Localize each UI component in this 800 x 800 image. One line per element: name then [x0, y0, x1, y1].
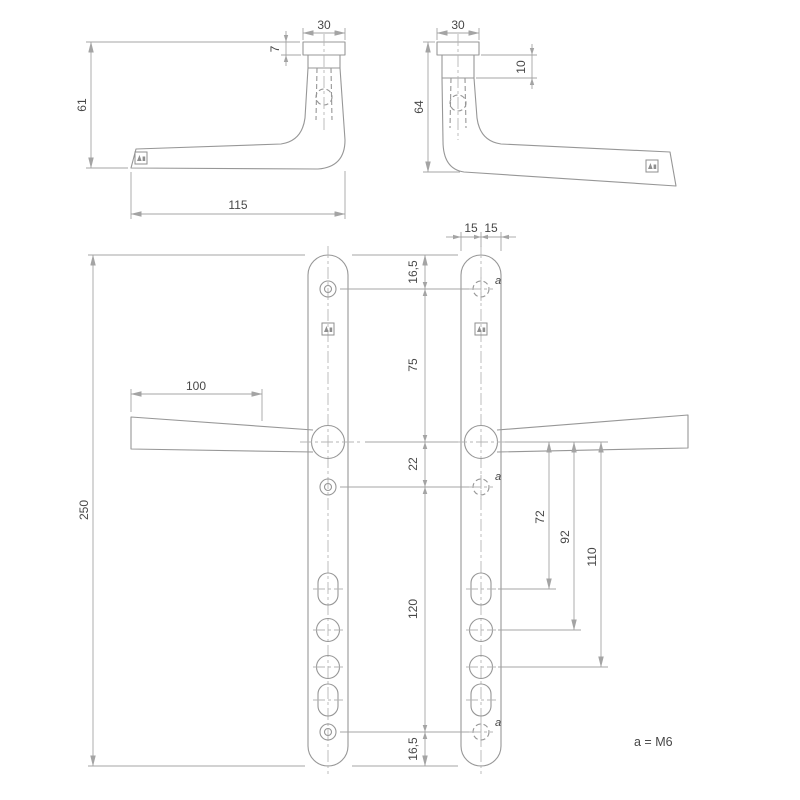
dim-label-half-left: 15	[464, 221, 478, 235]
dim-label-half-right: 15	[484, 221, 498, 235]
dim-label-chain-1: 75	[406, 358, 420, 372]
front-view-dimensions: 15 15 16,5 75 22 120 16,5 250 100	[77, 221, 673, 767]
screw-hole	[319, 280, 337, 298]
dim-label-chain-2: 22	[406, 457, 420, 471]
dim-label-total-height: 250	[77, 500, 91, 520]
backplate-right	[455, 246, 689, 774]
hole-label-a-bottom: a	[495, 717, 501, 729]
dim-label-chain-0: 16,5	[406, 260, 420, 284]
handle-side-view-left-dimensions: 30 7 61 115	[75, 18, 346, 219]
dim-label-height: 64	[412, 100, 426, 114]
screw-hole	[319, 478, 337, 496]
dim-label-neck: 10	[514, 60, 528, 74]
handle-side-view-right-dimensions: 30 10 64	[412, 18, 537, 173]
legend-note: a = M6	[634, 735, 673, 749]
hole-label-a-top: a	[495, 275, 501, 287]
dim-label-width: 30	[451, 18, 465, 32]
dim-label-length: 115	[228, 198, 247, 212]
dim-label-backset-2: 92	[558, 530, 572, 544]
dim-label-grip-length: 100	[186, 379, 206, 393]
dim-label-backset-1: 72	[533, 510, 547, 524]
dim-label-backset-3: 110	[585, 547, 599, 566]
lever-front-left	[130, 416, 314, 453]
dim-label-height: 61	[75, 98, 89, 112]
hidden-hole-circle	[449, 94, 467, 112]
hidden-spindle-line	[330, 67, 333, 121]
handle-side-view-left	[130, 34, 346, 170]
backplate-left	[130, 246, 360, 774]
hole-label-a-middle: a	[495, 471, 501, 483]
dim-label-flange: 7	[268, 45, 282, 52]
screw-hole	[319, 723, 337, 741]
dim-label-chain-4: 16,5	[406, 737, 420, 761]
dim-label-chain-3: 120	[406, 599, 420, 619]
lever-front-right	[496, 414, 689, 453]
handle-side-view-right	[436, 34, 677, 187]
dim-label-width: 30	[317, 18, 331, 32]
